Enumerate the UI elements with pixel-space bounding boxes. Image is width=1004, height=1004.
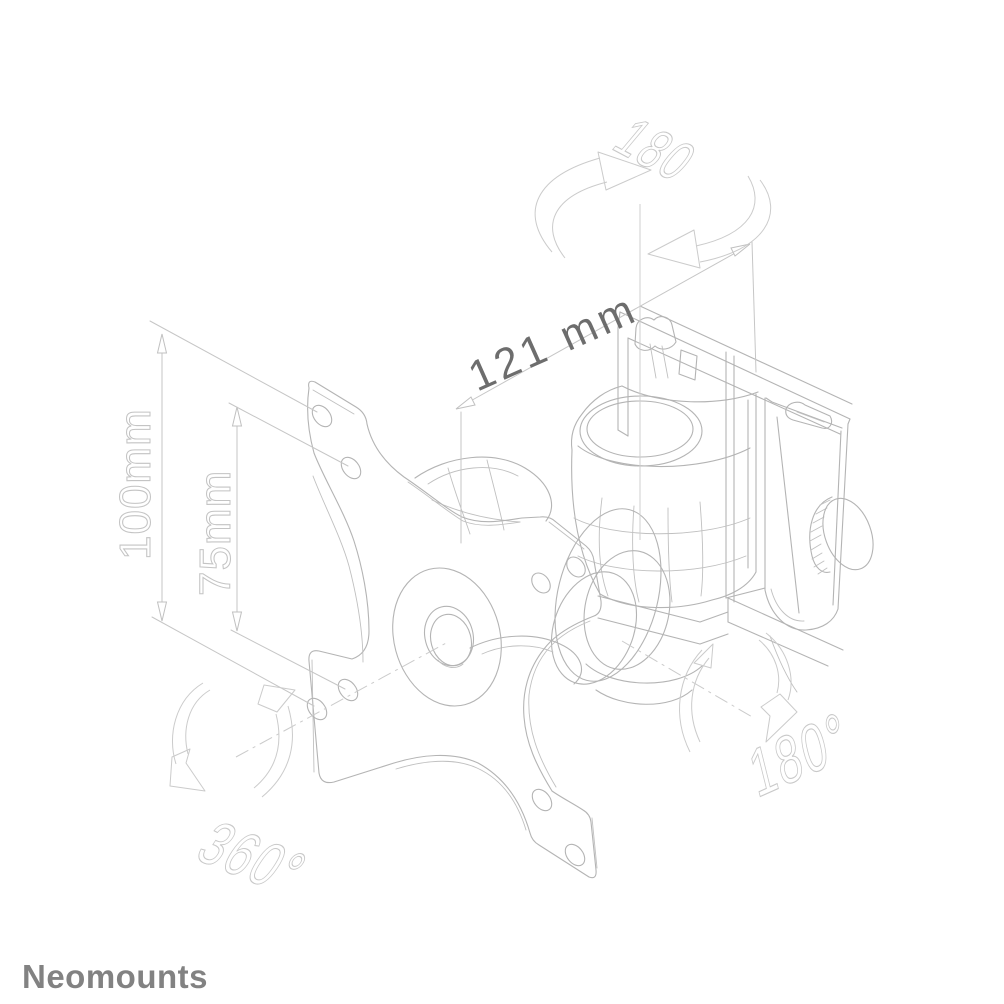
tilt-cw-arrow-icon bbox=[758, 632, 798, 743]
rotation-swivel-label: 180 bbox=[602, 107, 710, 193]
thumb-screw-knob bbox=[809, 496, 874, 575]
rotate-down-arrow-icon bbox=[169, 682, 211, 792]
rotation-tilt-label: 180° bbox=[743, 698, 856, 813]
rotation-360: 360° bbox=[169, 641, 449, 908]
dimension-75mm-label: 75mm bbox=[191, 470, 240, 596]
rotation-360-axis bbox=[235, 641, 449, 758]
tilt-ccw-arrow-icon bbox=[679, 643, 714, 753]
arrow-right-icon bbox=[730, 243, 751, 257]
dimension-100mm-label: 100mm bbox=[111, 408, 160, 560]
rail-latch-icon bbox=[634, 316, 698, 381]
arrow-up-icon bbox=[156, 333, 168, 354]
vesa-holes bbox=[306, 404, 586, 867]
pivot-housing bbox=[570, 385, 759, 645]
brand-logo: Neomounts bbox=[22, 958, 208, 995]
arrow-left-icon bbox=[455, 396, 476, 410]
rotation-tilt-180: 180° bbox=[621, 632, 856, 813]
arrow-down-icon bbox=[231, 611, 243, 632]
rail-hook-icon bbox=[785, 401, 833, 429]
wall-rail-bracket bbox=[617, 305, 853, 693]
rotation-360-label: 360° bbox=[185, 809, 320, 908]
rotation-tilt-axis bbox=[621, 640, 755, 719]
dimension-75mm: 75mm bbox=[190, 402, 349, 690]
rotate-up-arrow-icon bbox=[253, 684, 296, 798]
knurl-lines-icon bbox=[809, 499, 831, 575]
housing-surface-grid bbox=[573, 497, 751, 603]
arrow-down-icon bbox=[156, 601, 168, 622]
plate-center-boss bbox=[392, 567, 502, 707]
rotation-swivel-180: 180 bbox=[534, 106, 772, 269]
rotate-cw-arrow-icon bbox=[534, 151, 652, 259]
vesa-plate bbox=[306, 380, 602, 879]
dimension-100mm: 100mm bbox=[110, 320, 318, 707]
rotate-ccw-arrow-icon bbox=[647, 175, 772, 269]
arrow-up-icon bbox=[231, 406, 243, 427]
dimension-121mm-label: 121 mm bbox=[462, 284, 645, 401]
